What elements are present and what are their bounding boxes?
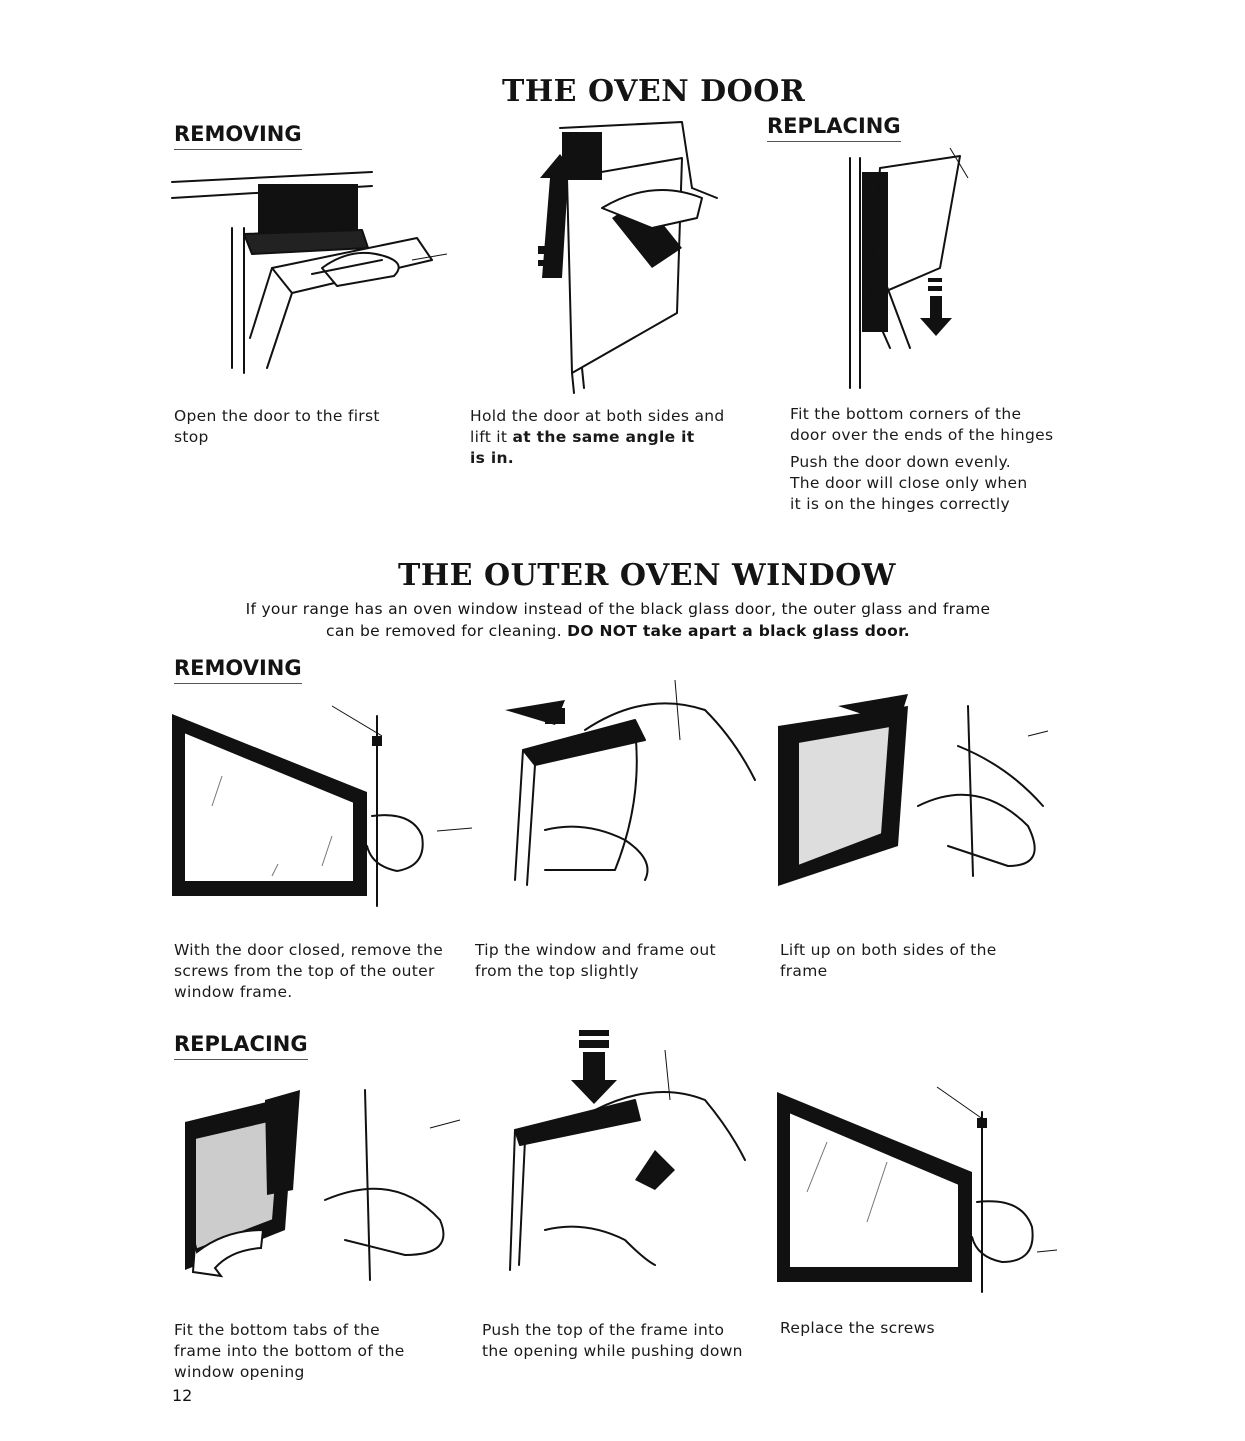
- oven-door-replacing-label: REPLACING: [767, 114, 901, 142]
- replace-step1-caption: Fit the bottom tabs of the frame into th…: [174, 1321, 405, 1381]
- outer-window-intro-warning: DO NOT take apart a black glass door.: [567, 622, 910, 640]
- fit-tabs-illustration: [185, 1089, 461, 1281]
- step2-caption-plain: Hold the door at both sides and lift it: [470, 407, 725, 446]
- outer-window-intro: If your range has an oven window instead…: [238, 598, 998, 642]
- step3-caption-b: Push the door down evenly. The door will…: [790, 453, 1028, 513]
- remove-screws-illustration: [172, 705, 473, 907]
- outer-window-title: THE OUTER OVEN WINDOW: [398, 558, 896, 593]
- remove-step2-caption: Tip the window and frame out from the to…: [475, 941, 716, 980]
- replace-screws-illustration: [777, 1086, 1058, 1293]
- oven-door-removing-label: REMOVING: [174, 122, 302, 150]
- open-door-illustration: [171, 171, 448, 374]
- step3-caption-a: Fit the bottom corners of the door over …: [790, 405, 1054, 444]
- step1-caption: Open the door to the first stop: [174, 407, 380, 446]
- outer-window-intro-plain: If your range has an oven window instead…: [245, 600, 991, 640]
- push-frame-illustration: [509, 1030, 746, 1271]
- tip-window-illustration: [505, 679, 756, 886]
- window-replacing-label: REPLACING: [174, 1032, 308, 1060]
- step2-caption: Hold the door at both sides and lift it …: [470, 406, 750, 469]
- window-removing-label: REMOVING: [174, 656, 302, 684]
- lift-door-illustration: [538, 121, 718, 394]
- remove-step3-caption: Lift up on both sides of the frame: [780, 941, 997, 980]
- oven-door-title: THE OVEN DOOR: [502, 74, 806, 109]
- replace-step2-caption: Push the top of the frame into the openi…: [482, 1321, 743, 1360]
- page-number: 12: [172, 1386, 193, 1405]
- remove-step1-caption: With the door closed, remove the screws …: [174, 941, 444, 1001]
- step2-caption-bold-2: is in.: [470, 449, 514, 467]
- lift-frame-illustration: [778, 694, 1049, 886]
- replace-door-illustration: [849, 147, 969, 389]
- replace-step3-caption: Replace the screws: [780, 1319, 935, 1337]
- step2-caption-bold: at the same angle it: [512, 428, 695, 446]
